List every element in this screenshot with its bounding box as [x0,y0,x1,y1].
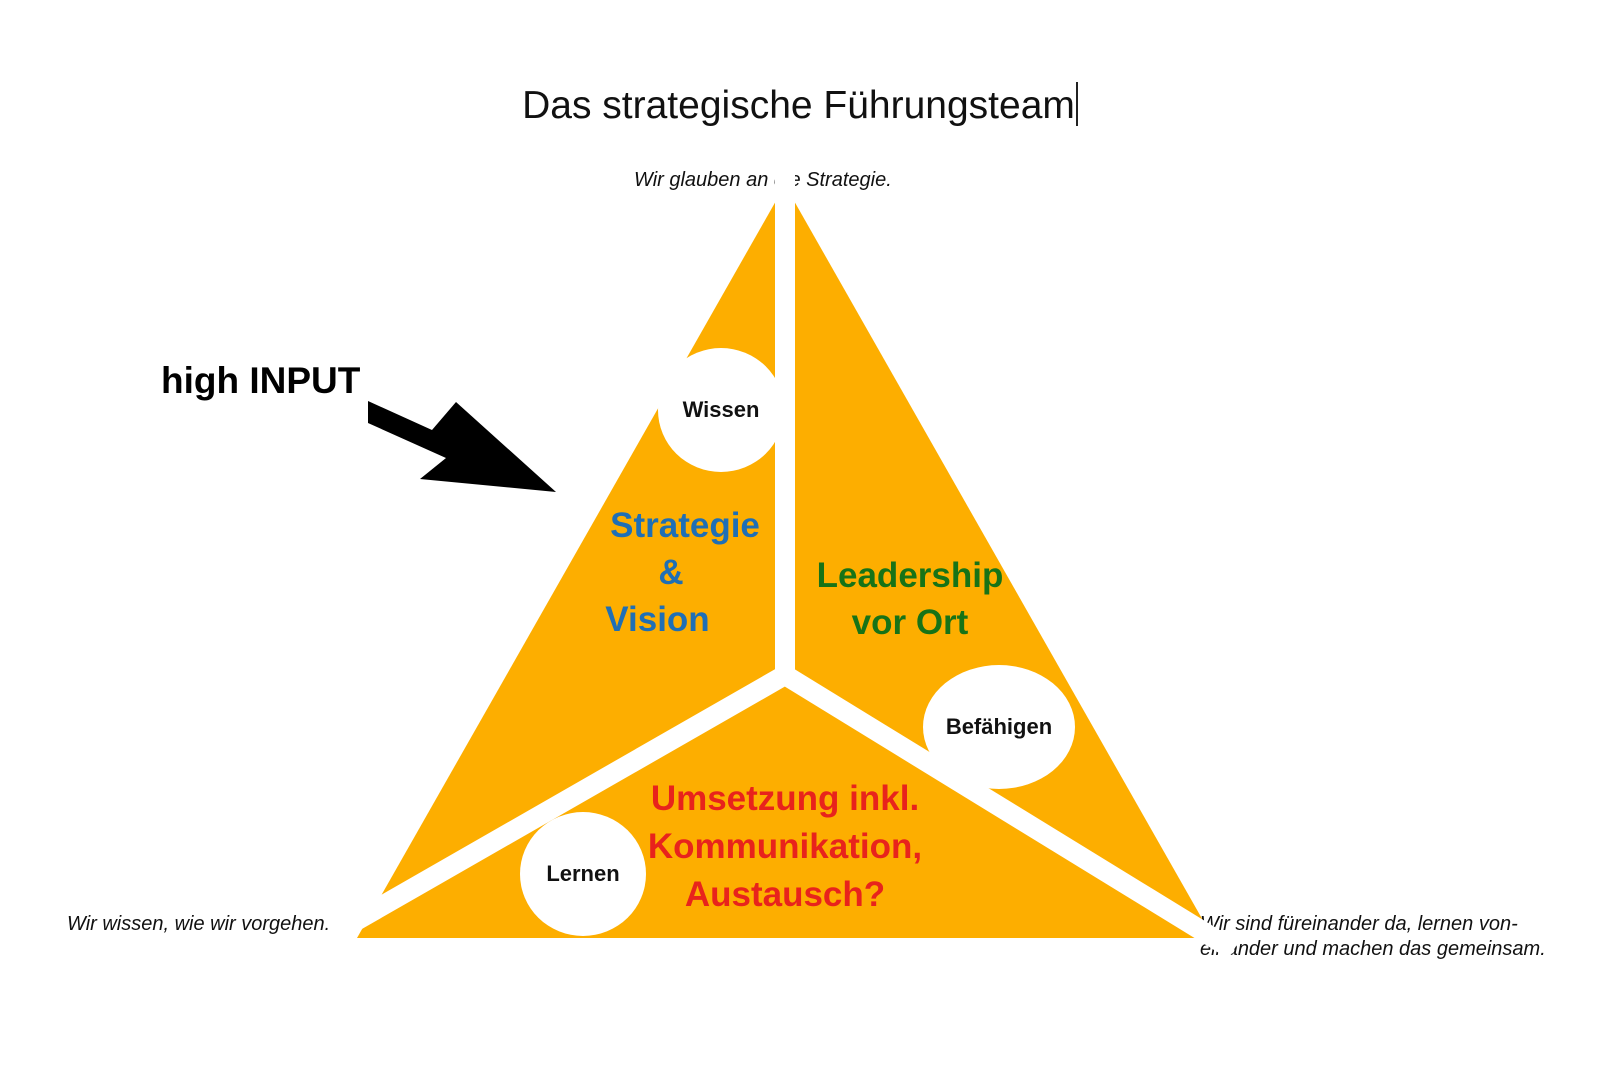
segment-strategy-line2: & [658,553,684,592]
page-title: Das strategische Führungsteam [0,82,1600,128]
segment-execution-line3: Austausch? [684,875,886,914]
high-input-label: high INPUT [161,360,361,401]
caption-left: Wir wissen, wie wir vorgehen. [67,913,331,935]
bubble-lernen-label: Lernen [546,861,620,886]
caption-right: Wir sind füreinander da, lernen von- ein… [1200,912,1590,962]
caption-top: Wir glauben an die Strategie. [634,169,892,191]
segment-leadership-line1: Leadership [816,556,1004,595]
text-caret [1075,82,1078,126]
segment-strategy-line3: Vision [605,600,710,639]
divider-left [326,661,799,944]
segment-execution-line1: Umsetzung inkl. [650,779,920,818]
bubble-wissen: Wissen [658,348,784,472]
bubble-lernen: Lernen [520,812,646,936]
bubble-befaehigen-label: Befähigen [945,714,1053,739]
segment-strategy-label: Strategie & Vision [590,502,780,643]
divider-right [771,661,1239,959]
segment-leadership-line2: vor Ort [851,603,969,642]
page-title-text: Das strategische Führungsteam [522,84,1075,127]
segment-execution-label: Umsetzung inkl. Kommunikation, Austausch… [620,775,950,919]
arrow-right-down-icon [368,401,556,492]
segment-strategy-line1: Strategie [610,506,760,545]
caption-right-line2: einander und machen das gemeinsam. [1200,938,1546,960]
segment-execution-line2: Kommunikation, [647,827,923,866]
caption-right-line1: Wir sind füreinander da, lernen von- [1200,913,1518,935]
bubble-befaehigen: Befähigen [923,665,1075,789]
segment-leadership-label: Leadership vor Ort [800,552,1020,646]
bubble-wissen-label: Wissen [682,397,760,422]
